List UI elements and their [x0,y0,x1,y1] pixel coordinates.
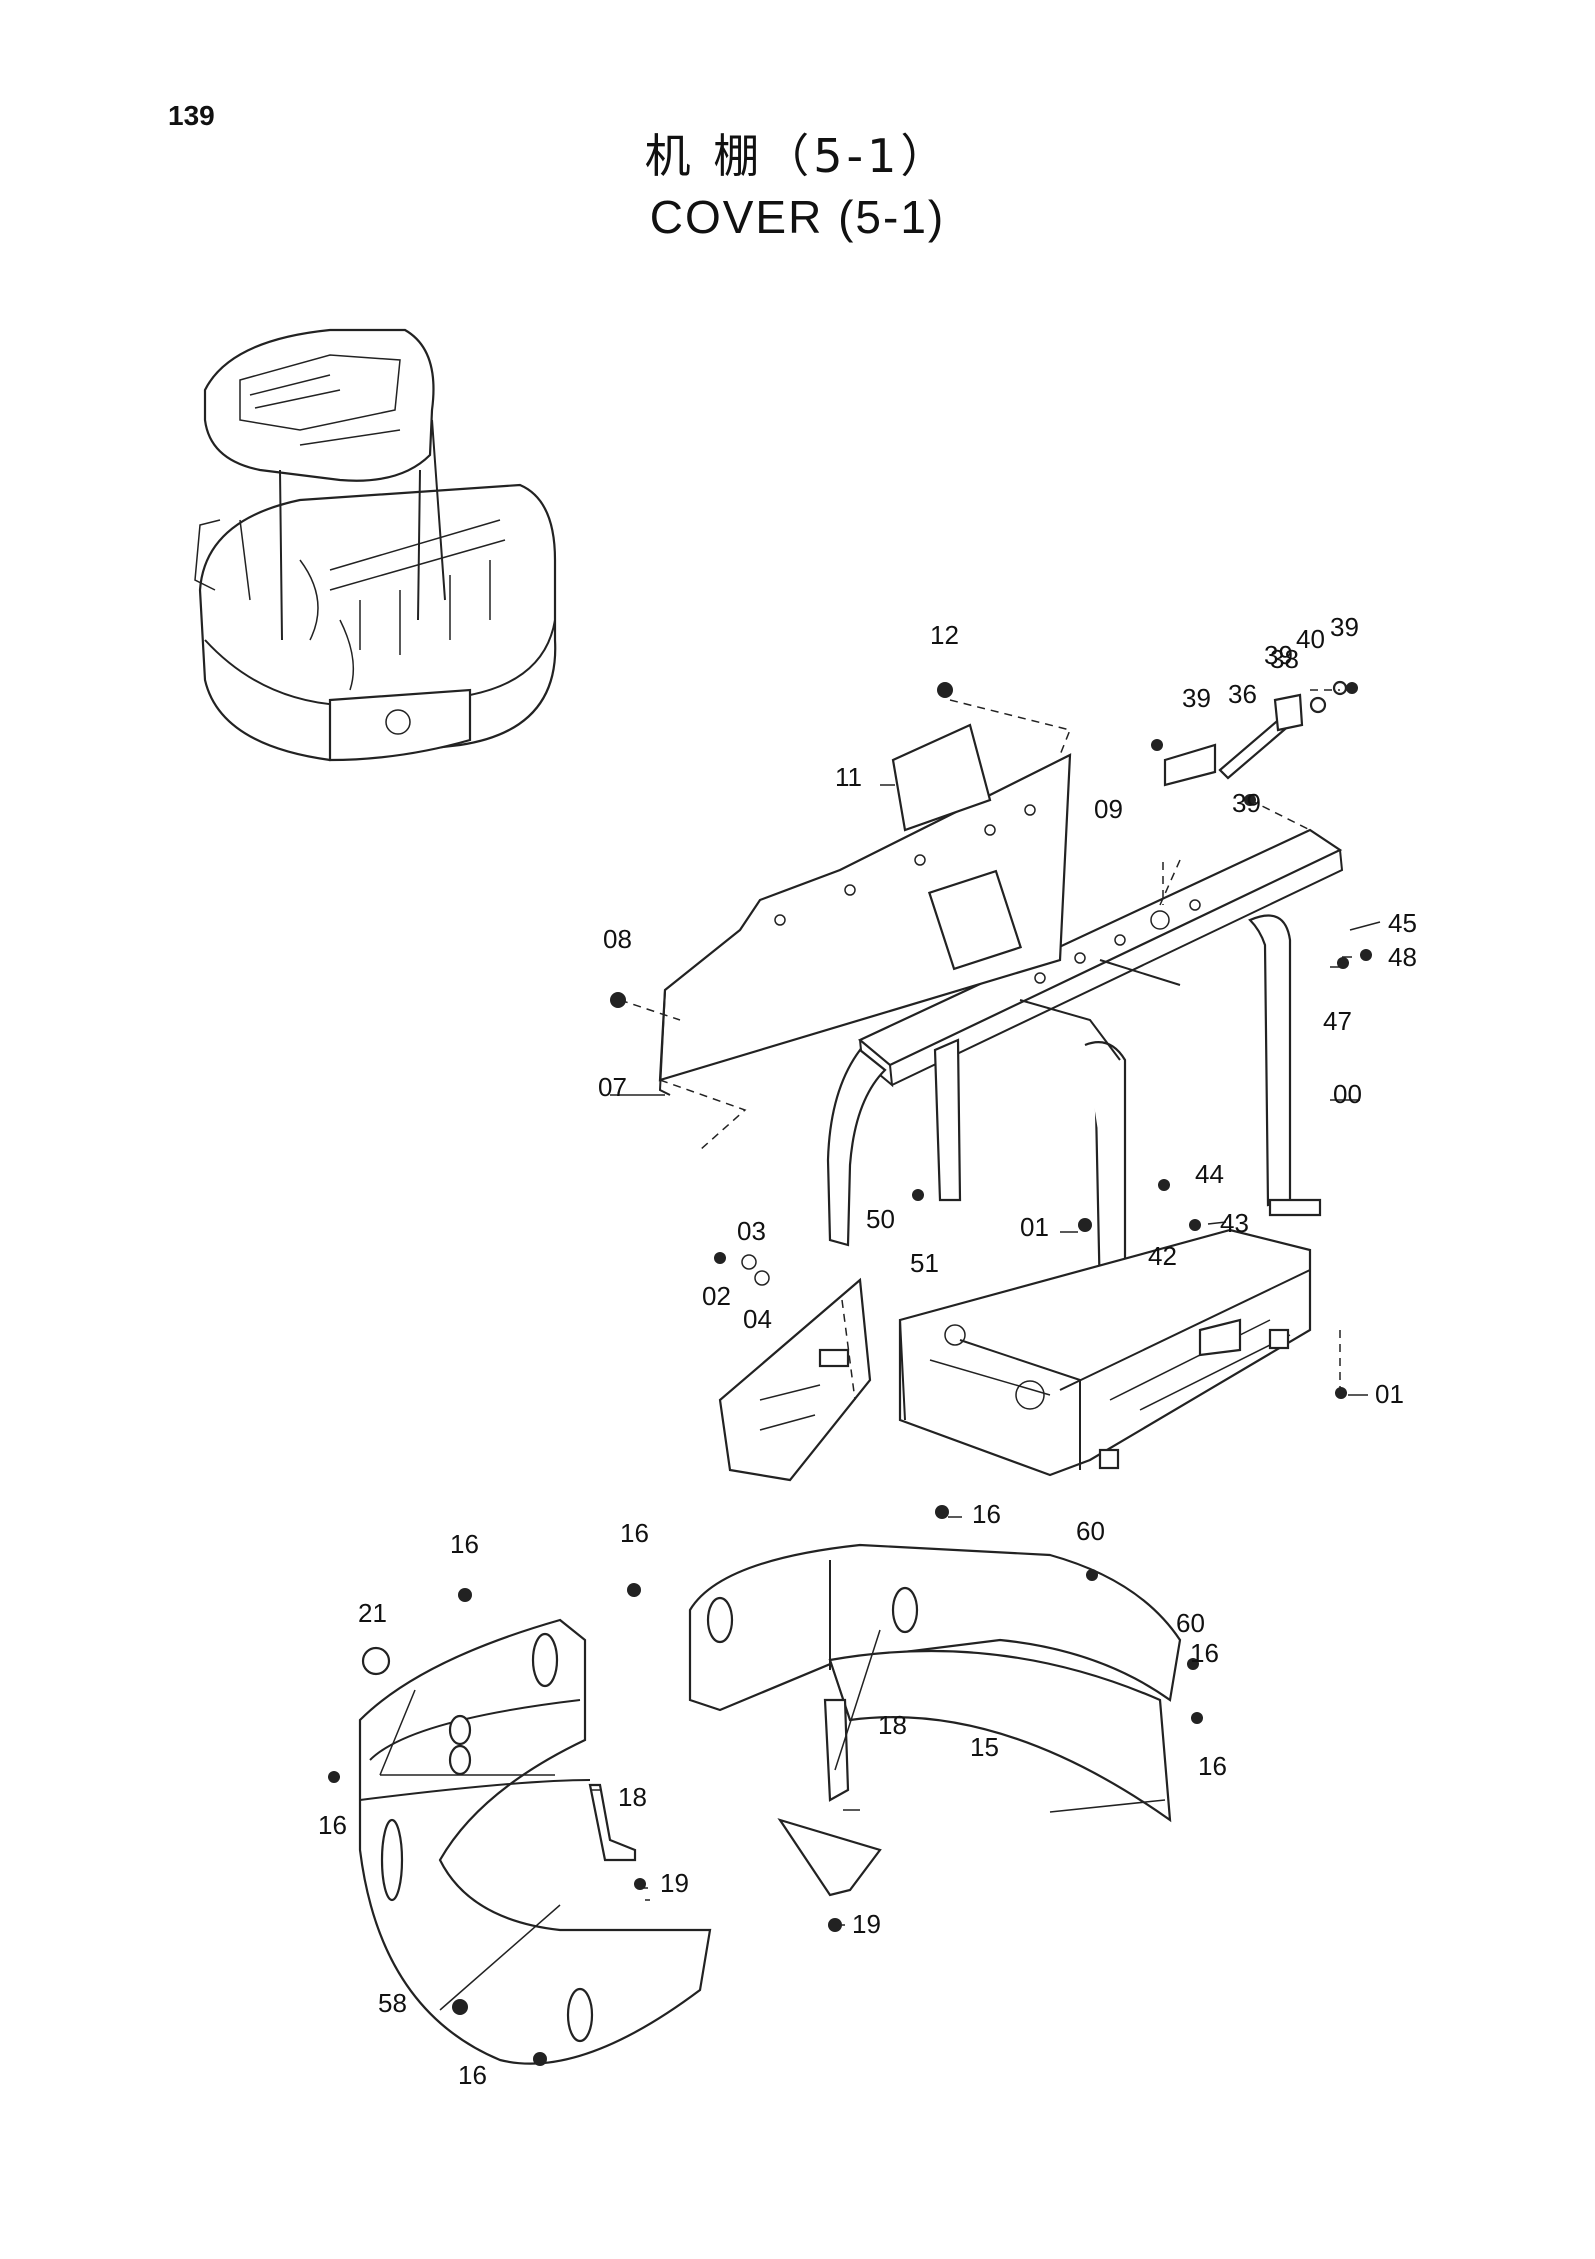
bracket-18 [588,1698,882,1897]
callout-label: 07 [598,1072,627,1102]
rod-36 [1163,680,1348,787]
callout-label: 50 [866,1204,895,1234]
callout-label: 60 [1176,1608,1205,1638]
callout-label: 42 [1148,1241,1177,1271]
callout-label: 47 [1323,1006,1352,1036]
callout-label: 43 [1220,1208,1249,1238]
title-chinese: 机 棚（5-1） [644,129,951,183]
callout-label: 45 [1388,908,1417,938]
callout-label: 39 [1182,683,1211,713]
side-panel-07 [658,753,1072,1096]
callout-label: 03 [737,1216,766,1246]
callout-label: 16 [458,2060,487,2090]
page-number: 139 [168,100,215,131]
callout-label: 12 [930,620,959,650]
callout-label: 40 [1296,624,1325,654]
hardware-bolts [328,682,1372,2066]
frame-assembly [718,828,1344,1482]
leader-lines [379,689,1381,2011]
callout-label: 16 [1190,1638,1219,1668]
callout-label: 09 [1094,794,1123,824]
title-english: COVER (5-1) [649,191,946,243]
callout-label: 15 [970,1732,999,1762]
callout-label: 16 [620,1518,649,1548]
callout-label: 44 [1195,1159,1224,1189]
callout-label: 18 [878,1710,907,1740]
callout-label: 58 [378,1988,407,2018]
callout-label: 02 [702,1281,731,1311]
callout-label: 01 [1375,1379,1404,1409]
callout-label: 16 [1198,1751,1227,1781]
callout-label: 19 [660,1868,689,1898]
callout-label: 39 [1232,788,1261,818]
callout-label: 00 [1333,1079,1362,1109]
callout-label: 08 [603,924,632,954]
callout-label: 39 [1264,640,1293,670]
callout-label: 21 [358,1598,387,1628]
callout-label: 36 [1228,679,1257,709]
machine-overview-illustration [194,328,557,762]
panel-11 [891,723,992,832]
callout-label: 48 [1388,942,1417,972]
callout-label: 51 [910,1248,939,1278]
side-cover-left [358,1618,712,2065]
callout-label: 16 [318,1810,347,1840]
callout-label: 16 [972,1499,1001,1529]
callout-labels: 12 11 39 40 39 39 36 38 39 09 45 48 47 0… [318,612,1417,2090]
callout-label: 60 [1076,1516,1105,1546]
callout-label: 19 [852,1909,881,1939]
callout-label: 11 [835,762,862,792]
callout-label: 16 [450,1529,479,1559]
rear-cover-15 [688,1543,1182,1823]
callout-label: 04 [743,1304,772,1334]
callout-label: 38 [1270,644,1299,674]
callout-label: 01 [1020,1212,1049,1242]
callout-label: 39 [1330,612,1359,642]
callout-label: 18 [618,1782,647,1812]
